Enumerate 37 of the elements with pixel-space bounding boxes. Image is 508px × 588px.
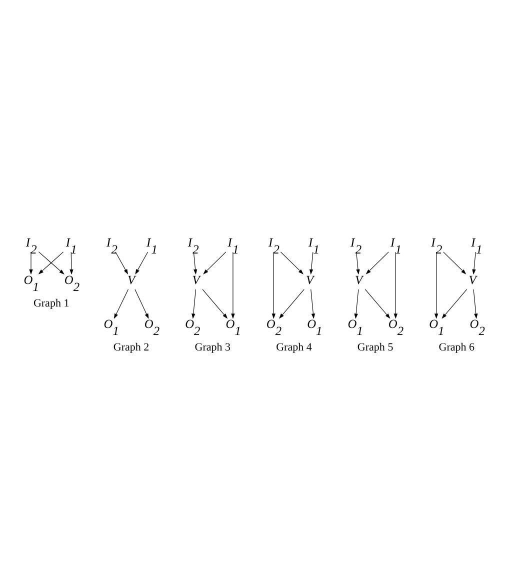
label: Graph 5: [357, 341, 394, 354]
arrow: [203, 252, 226, 274]
arrow: [135, 252, 148, 274]
arrow: [443, 252, 466, 274]
node-text: V: [128, 272, 136, 287]
arrow: [193, 252, 198, 275]
arrow: [472, 252, 476, 275]
arrow: [394, 252, 398, 319]
arrow: [280, 252, 304, 274]
arrow: [434, 252, 438, 319]
label: Graph 2: [113, 341, 150, 354]
node-text: V: [192, 272, 200, 287]
arrow: [279, 289, 304, 319]
arrow: [309, 252, 314, 275]
arrow: [310, 289, 316, 319]
node-text: V: [468, 272, 476, 287]
label: Graph 6: [438, 341, 475, 354]
arrow: [354, 289, 359, 319]
arrow: [231, 252, 235, 319]
arrow: [366, 252, 389, 274]
arrow: [70, 252, 74, 275]
node-text: V: [354, 272, 363, 287]
arrow: [272, 252, 276, 319]
node-text: V: [306, 272, 314, 287]
arrow: [115, 252, 128, 274]
arrow: [114, 289, 129, 319]
arrow: [473, 289, 478, 319]
arrow: [442, 289, 468, 319]
label: Graph 4: [276, 341, 312, 354]
arrow: [29, 252, 33, 275]
arrow: [202, 289, 228, 319]
arrow: [364, 289, 390, 319]
arrow: [192, 289, 196, 319]
label: Graph 1: [33, 297, 70, 310]
label: Graph 3: [194, 341, 231, 354]
arrow: [356, 252, 360, 275]
arrow: [134, 289, 149, 319]
